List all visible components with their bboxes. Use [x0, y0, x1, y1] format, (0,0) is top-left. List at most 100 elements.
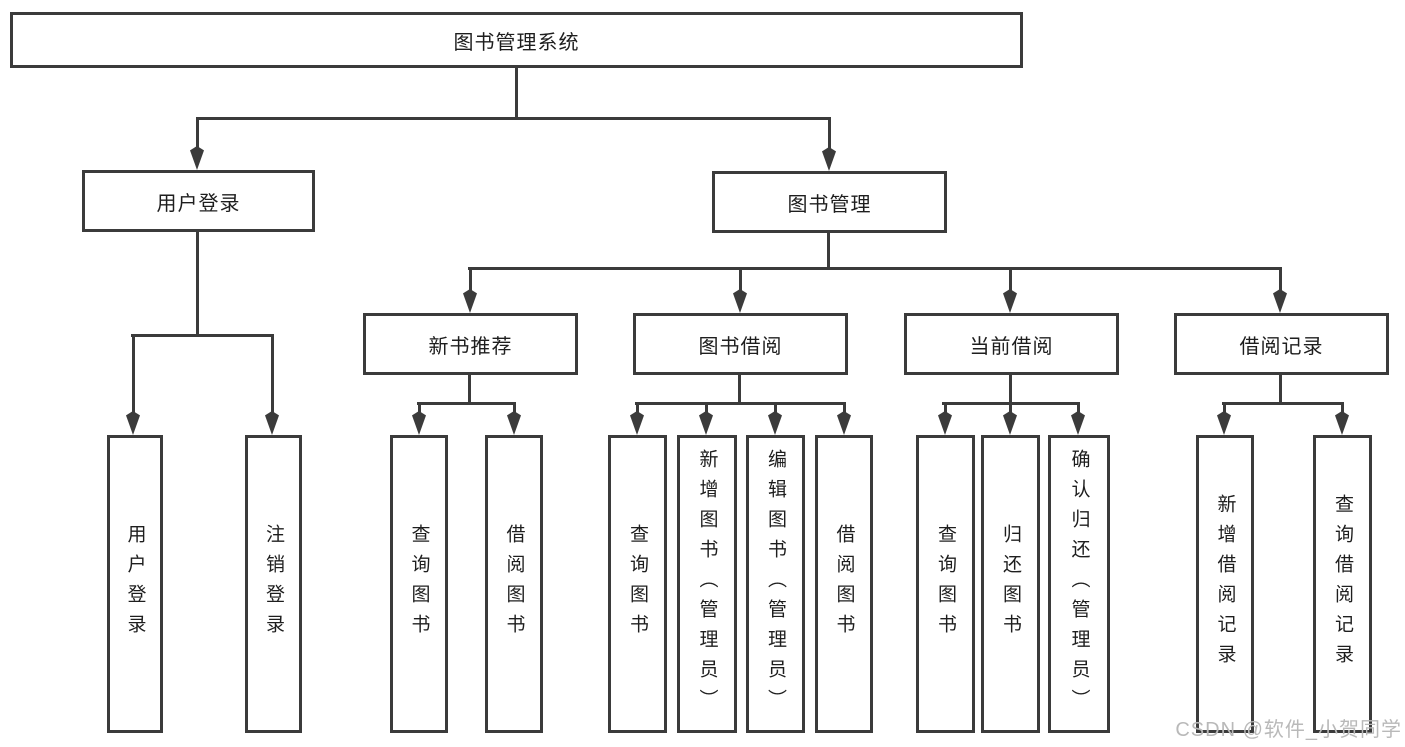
node-user-login: 用户登录	[82, 170, 315, 232]
connector-line	[270, 334, 274, 419]
node-login-action: 用户登录	[107, 435, 163, 733]
connector-arrow	[1003, 402, 1017, 435]
node-borrow-borrow-books-label: 借阅图书	[833, 524, 855, 644]
connector-arrow	[463, 267, 477, 313]
arrow-down-icon	[938, 411, 952, 435]
connector-line	[131, 334, 273, 337]
connector-arrow	[190, 117, 204, 170]
connector-arrow	[1003, 267, 1017, 313]
node-current-return-books-label: 归还图书	[1000, 524, 1021, 644]
connector-line	[515, 68, 518, 120]
node-book-management: 图书管理	[712, 171, 947, 233]
node-current-confirm-return-admin-label: 确认归还（管理员）	[1068, 449, 1090, 719]
node-root-label: 图书管理系统	[453, 31, 580, 54]
arrow-down-icon	[1273, 289, 1287, 313]
arrow-down-icon	[190, 146, 204, 170]
arrow-down-icon	[630, 411, 644, 435]
node-logout-action-label: 注销登录	[263, 524, 284, 644]
arrow-down-icon	[1003, 289, 1017, 313]
connector-line	[1008, 267, 1012, 297]
arrow-down-icon	[1335, 411, 1349, 435]
arrow-down-icon	[699, 411, 713, 435]
connector-arrow	[1071, 402, 1085, 435]
connector-line	[1222, 402, 1226, 419]
arrow-down-icon	[822, 147, 836, 171]
node-logout-action: 注销登录	[245, 435, 302, 733]
connector-line	[738, 375, 741, 405]
node-borrow-records: 借阅记录	[1174, 313, 1389, 375]
node-book-management-label: 图书管理	[787, 193, 872, 216]
connector-line	[468, 375, 471, 405]
arrow-down-icon	[1217, 411, 1231, 435]
connector-arrow	[768, 402, 782, 435]
connector-line	[827, 233, 830, 270]
connector-line	[1278, 267, 1282, 297]
connector-line	[773, 402, 777, 419]
connector-arrow	[126, 334, 140, 435]
node-newbook-borrow-books-label: 借阅图书	[503, 524, 525, 644]
connector-arrow	[412, 402, 426, 435]
node-borrow-records-label: 借阅记录	[1239, 335, 1324, 358]
node-borrow-borrow-books: 借阅图书	[815, 435, 873, 733]
node-current-borrow-label: 当前借阅	[969, 335, 1054, 358]
node-book-borrow-label: 图书借阅	[698, 335, 783, 358]
node-records-query-record: 查询借阅记录	[1313, 435, 1372, 733]
node-borrow-query-books: 查询图书	[608, 435, 667, 733]
connector-line	[635, 402, 846, 405]
connector-arrow	[630, 402, 644, 435]
connector-line	[196, 232, 199, 336]
arrow-down-icon	[265, 411, 279, 435]
arrow-down-icon	[507, 411, 521, 435]
arrow-down-icon	[733, 289, 747, 313]
node-borrow-edit-books-admin-label: 编辑图书（管理员）	[765, 449, 786, 719]
arrow-down-icon	[412, 411, 426, 435]
connector-line	[704, 402, 708, 419]
node-records-add-record: 新增借阅记录	[1196, 435, 1254, 733]
connector-line	[842, 402, 846, 419]
arrow-down-icon	[1071, 411, 1085, 435]
connector-arrow	[699, 402, 713, 435]
connector-line	[943, 402, 947, 419]
node-user-login-label: 用户登录	[156, 192, 241, 215]
node-borrow-add-books-admin: 新增图书（管理员）	[677, 435, 737, 733]
connector-line	[131, 334, 135, 419]
arrow-down-icon	[1003, 411, 1017, 435]
node-current-query-books: 查询图书	[916, 435, 975, 733]
arrow-down-icon	[837, 411, 851, 435]
connector-line	[738, 267, 742, 297]
connector-line	[1222, 402, 1344, 405]
node-new-book-recommend-label: 新书推荐	[428, 335, 513, 358]
node-current-confirm-return-admin: 确认归还（管理员）	[1048, 435, 1110, 733]
node-current-query-books-label: 查询图书	[935, 524, 956, 644]
connector-line	[196, 117, 831, 120]
node-current-return-books: 归还图书	[981, 435, 1040, 733]
node-borrow-query-books-label: 查询图书	[627, 524, 648, 644]
arrow-down-icon	[768, 411, 782, 435]
connector-line	[195, 117, 199, 154]
connector-line	[468, 267, 1282, 270]
connector-line	[1279, 375, 1282, 405]
arrow-down-icon	[126, 411, 140, 435]
node-book-borrow: 图书借阅	[633, 313, 848, 375]
watermark: CSDN @软件_小贺同学	[1175, 719, 1402, 741]
connector-arrow	[837, 402, 851, 435]
connector-line	[417, 402, 421, 419]
node-current-borrow: 当前借阅	[904, 313, 1119, 375]
connector-arrow	[1273, 267, 1287, 313]
node-records-query-record-label: 查询借阅记录	[1332, 494, 1353, 674]
node-borrow-add-books-admin-label: 新增图书（管理员）	[696, 449, 718, 719]
connector-line	[468, 267, 472, 297]
node-new-book-recommend: 新书推荐	[363, 313, 578, 375]
connector-arrow	[1217, 402, 1231, 435]
node-newbook-query-books-label: 查询图书	[408, 524, 430, 644]
connector-line	[1076, 402, 1080, 419]
connector-arrow	[938, 402, 952, 435]
node-root: 图书管理系统	[10, 12, 1023, 68]
connector-arrow	[507, 402, 521, 435]
node-records-add-record-label: 新增借阅记录	[1214, 494, 1236, 674]
node-newbook-query-books: 查询图书	[390, 435, 448, 733]
connector-arrow	[1335, 402, 1349, 435]
arrow-down-icon	[463, 289, 477, 313]
connector-line	[1340, 402, 1344, 419]
